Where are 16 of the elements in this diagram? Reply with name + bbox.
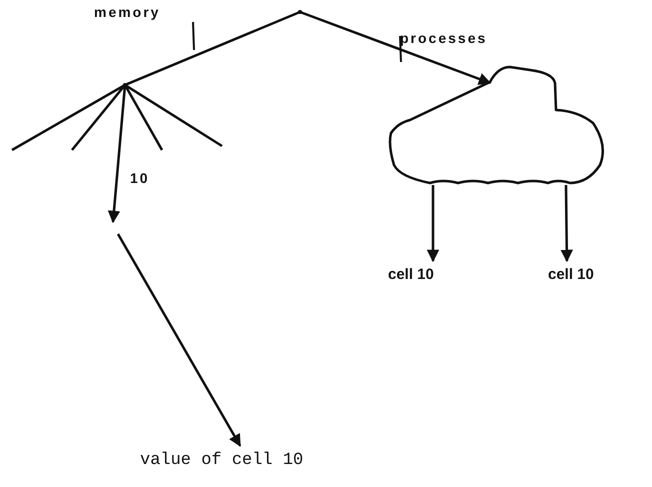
node-label: cell 10 <box>388 265 435 285</box>
line <box>124 10 300 86</box>
line <box>11 84 126 152</box>
node-label: cell 10 <box>548 265 595 285</box>
arrow <box>108 84 126 224</box>
node-label: value of cell 10 <box>140 450 304 472</box>
arrow <box>300 10 492 85</box>
line <box>71 84 126 151</box>
edge-label: 10 <box>129 169 151 188</box>
arrow <box>116 233 242 447</box>
edge-label: memory <box>93 3 162 22</box>
arrow <box>560 184 574 262</box>
arrow <box>426 185 440 262</box>
edge-label: processes <box>399 29 488 48</box>
line <box>124 84 223 148</box>
cloud-shape <box>388 66 604 184</box>
